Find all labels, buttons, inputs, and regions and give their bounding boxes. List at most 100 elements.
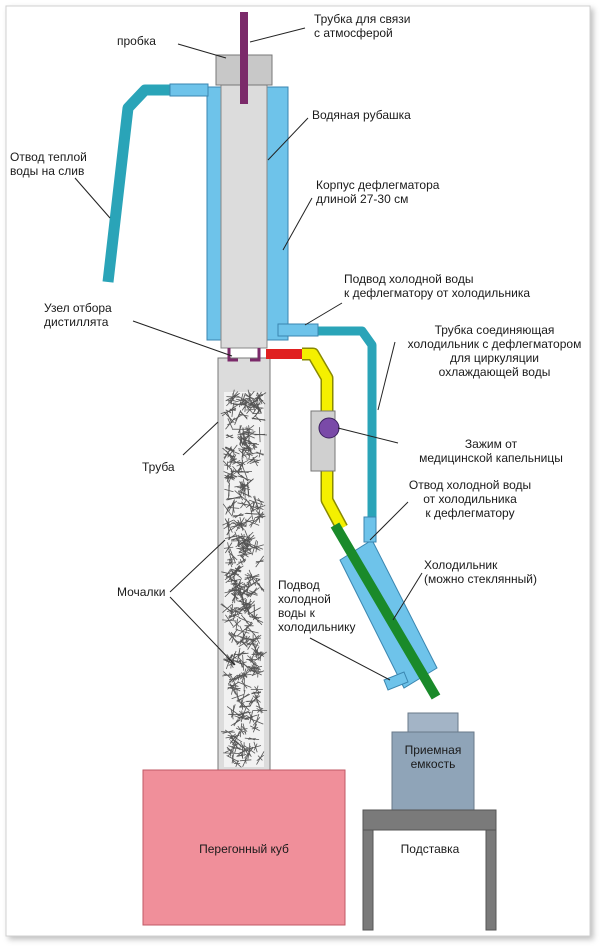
- sponge-stroke: [237, 491, 244, 501]
- sponge-stroke: [228, 391, 239, 403]
- sponge-stroke: [227, 522, 230, 529]
- sponge-stroke: [257, 397, 264, 402]
- sponge-stroke: [240, 475, 249, 482]
- sponge-stroke: [239, 759, 252, 762]
- clamp-wheel: [318, 417, 340, 439]
- sponge-stroke: [227, 542, 231, 554]
- sponge-stroke: [237, 693, 250, 702]
- sponge-stroke: [249, 718, 264, 725]
- sponge-stroke: [242, 672, 248, 678]
- label-atm-tube: Трубка для связи с атмосферой: [314, 12, 411, 40]
- sponge-stroke: [226, 528, 232, 536]
- sponge-stroke: [251, 460, 260, 464]
- label-take-off-node: Узел отбора дистиллята: [44, 301, 112, 329]
- sponge-stroke: [230, 606, 234, 614]
- receiver: [391, 731, 475, 811]
- label-water-jacket: Водяная рубашка: [312, 108, 411, 122]
- sponge-stroke: [254, 394, 264, 399]
- sponge-stroke: [240, 411, 248, 419]
- sponge-stroke: [254, 505, 264, 510]
- sponge-stroke: [246, 715, 253, 720]
- label-clamp: Зажим от медицинской капельницы: [419, 437, 563, 465]
- label-cold-in-cooler: Подвод холодной воды к холодильнику: [278, 578, 356, 634]
- sponge-stroke: [252, 723, 257, 733]
- sponge-stroke: [229, 632, 238, 637]
- sponge-stroke: [255, 541, 258, 553]
- sponge-stroke: [225, 519, 231, 526]
- sponge-stroke: [225, 417, 236, 430]
- sponge-stroke: [237, 553, 252, 556]
- sponge-stroke: [249, 693, 260, 706]
- sponge-stroke: [232, 620, 242, 628]
- sponge-stroke: [229, 676, 237, 683]
- sponge-stroke: [234, 715, 247, 720]
- sponge-stroke: [238, 537, 250, 547]
- sponge-stroke: [241, 501, 246, 507]
- sponge-stroke: [255, 685, 259, 694]
- sponge-stroke: [247, 404, 259, 407]
- sponge-stroke: [251, 614, 263, 626]
- vent-tube: [240, 12, 248, 104]
- sponge-stroke: [231, 743, 239, 748]
- sponge-stroke: [255, 559, 264, 564]
- sponge-stroke: [229, 713, 236, 716]
- sponge-stroke: [224, 535, 239, 539]
- sponge-stroke: [247, 587, 260, 598]
- sponge-stroke: [223, 673, 232, 677]
- sponge-stroke: [235, 641, 245, 643]
- sponge-stroke: [237, 673, 241, 681]
- inlet-nozzle: [277, 323, 319, 337]
- sponge-stroke: [241, 680, 248, 689]
- sponge-stroke: [239, 705, 252, 708]
- sponge-stroke: [256, 451, 264, 456]
- sponge-stroke: [225, 570, 231, 577]
- sponge-stroke: [239, 491, 251, 497]
- label-cold-in-deflegmator: Подвод холодной воды к дефлегматору от х…: [344, 272, 531, 300]
- label-cold-out: Отвод холодной воды от холодильника к де…: [408, 478, 532, 520]
- sponge-stroke: [236, 558, 247, 566]
- sponge-stroke: [226, 755, 240, 763]
- sponge-stroke: [241, 705, 247, 721]
- sponge-stroke: [235, 759, 239, 768]
- sponge-stroke: [229, 548, 236, 564]
- sponge-stroke: [227, 444, 238, 458]
- label-boiler: Перегонный куб: [199, 842, 289, 856]
- sponge-stroke: [230, 719, 241, 727]
- yellow-tube: [302, 349, 347, 531]
- sponge-stroke: [245, 700, 257, 702]
- label-cooler: Холодильник (можно стеклянный): [424, 558, 537, 586]
- sponge-stroke: [223, 658, 235, 666]
- sponge-stroke: [227, 734, 238, 739]
- sponge-stroke: [244, 390, 255, 404]
- sponge-stroke: [221, 603, 233, 614]
- sponge-stroke: [254, 495, 258, 510]
- sponge-stroke: [233, 684, 237, 692]
- sponge-stroke: [229, 457, 236, 464]
- sponge-stroke: [227, 496, 240, 501]
- sponge-stroke: [237, 425, 242, 434]
- sponge-stroke: [251, 664, 258, 673]
- sponge-stroke: [224, 464, 232, 467]
- sponge-stroke: [238, 640, 250, 648]
- sponge-stroke: [225, 434, 234, 439]
- leader-lines: [74, 27, 423, 681]
- sponge-stroke: [237, 607, 247, 612]
- sponge-stroke: [230, 734, 243, 743]
- sponge-stroke: [252, 501, 254, 512]
- sponge-stroke: [246, 458, 259, 461]
- sponge-stroke: [258, 704, 261, 711]
- sponge-stroke: [257, 498, 263, 505]
- sponge-stroke: [256, 751, 265, 765]
- sponge-stroke: [239, 723, 242, 738]
- sponge-stroke: [228, 612, 242, 618]
- sponge-stroke: [239, 625, 246, 638]
- sponge-stroke: [224, 729, 232, 735]
- sponge-stroke: [255, 513, 265, 521]
- sponge-stroke: [251, 407, 263, 420]
- sponge-stroke: [258, 508, 261, 520]
- label-connecting-tube: Трубка соединяющая холодильник с дефлегм…: [407, 323, 582, 379]
- sponge-stroke: [246, 581, 250, 596]
- take-off-node: [227, 348, 261, 362]
